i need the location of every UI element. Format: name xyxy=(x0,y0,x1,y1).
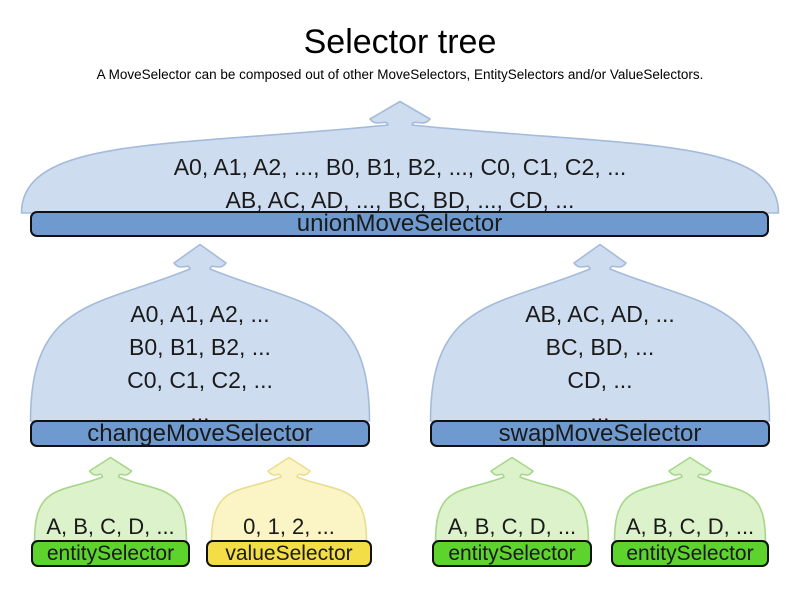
change-funnel-arrow-path xyxy=(29,243,371,422)
change-move-selector-bar: changeMoveSelector xyxy=(30,420,370,447)
swap-items-line: BC, BD, ... xyxy=(545,334,655,360)
change-items-line: C0, C1, C2, ... xyxy=(127,367,273,393)
entity-selector-label: entitySelector xyxy=(46,541,175,565)
entity-left-items: A, B, C, D, ... xyxy=(46,514,175,539)
union-move-selector-bar: unionMoveSelector xyxy=(30,210,769,237)
change-items-line: ... xyxy=(190,400,210,426)
change-items-line: B0, B1, B2, ... xyxy=(129,334,271,360)
swap-items: AB, AC, AD, ... BC, BD, ... CD, ... ... xyxy=(430,298,770,430)
entity-selector-bar-right: entitySelector xyxy=(611,540,769,567)
swap-items-line: CD, ... xyxy=(567,367,633,393)
entity-selector-label: entitySelector xyxy=(448,541,576,565)
entity-selector-bar-left: entitySelector xyxy=(31,540,190,567)
page-subtitle: A MoveSelector can be composed out of ot… xyxy=(96,67,704,82)
change-funnel-shape xyxy=(29,243,371,422)
value-left-items: 0, 1, 2, ... xyxy=(243,514,335,539)
entity-selector-bar-mid: entitySelector xyxy=(432,540,592,567)
entity-mid-funnel-shape xyxy=(434,456,590,542)
union-items-line: AB, AC, AD, ..., BC, BD, ..., CD, ... xyxy=(225,187,575,213)
entity-right-funnel-arrow-path xyxy=(613,456,767,542)
swap-funnel-shape xyxy=(429,243,771,422)
union-funnel-shape xyxy=(20,100,780,214)
union-funnel-arrow-path xyxy=(20,100,780,214)
entity-left-funnel-shape xyxy=(33,456,188,542)
entity-mid-items: A, B, C, D, ... xyxy=(447,514,577,539)
value-selector-label: valueSelector xyxy=(225,541,353,565)
entity-right-funnel-shape xyxy=(613,456,767,542)
swap-items-line: ... xyxy=(590,400,610,426)
page-title: Selector tree xyxy=(303,23,497,61)
entity-selector-label: entitySelector xyxy=(626,541,754,565)
swap-items-line: AB, AC, AD, ... xyxy=(525,301,675,327)
value-selector-bar: valueSelector xyxy=(206,540,372,567)
swap-funnel-arrow-path xyxy=(429,243,771,422)
entity-mid-funnel-arrow-path xyxy=(434,456,590,542)
entity-left-funnel-arrow-path xyxy=(33,456,188,542)
union-move-selector-label: unionMoveSelector xyxy=(296,210,503,237)
change-move-selector-label: changeMoveSelector xyxy=(87,419,313,447)
swap-move-selector-label: swapMoveSelector xyxy=(498,419,702,447)
change-items-line: A0, A1, A2, ... xyxy=(130,301,270,327)
swap-move-selector-bar: swapMoveSelector xyxy=(430,420,770,447)
union-items-line: A0, A1, A2, ..., B0, B1, B2, ..., C0, C1… xyxy=(173,154,627,180)
change-items: A0, A1, A2, ... B0, B1, B2, ... C0, C1, … xyxy=(30,298,370,430)
value-left-funnel-arrow-path xyxy=(210,456,368,542)
entity-right-items: A, B, C, D, ... xyxy=(625,514,755,539)
value-left-funnel-shape xyxy=(210,456,368,542)
union-items: A0, A1, A2, ..., B0, B1, B2, ..., C0, C1… xyxy=(20,151,780,217)
